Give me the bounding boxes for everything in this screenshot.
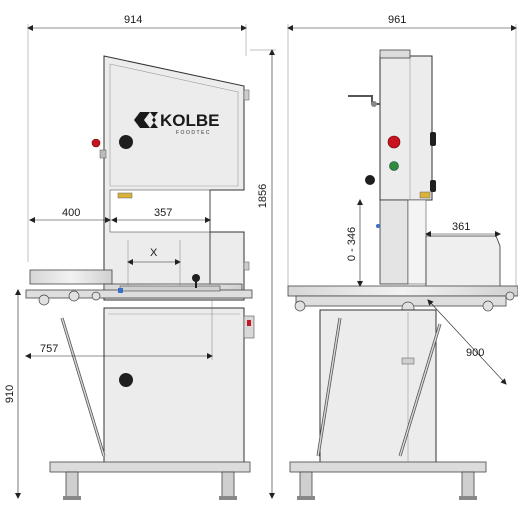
side-blue-indicator: [376, 224, 380, 228]
side-start-button-icon: [389, 161, 399, 171]
side-roller-3: [482, 300, 494, 312]
side-stop-button-icon: [387, 135, 401, 149]
side-right-knob-2: [430, 180, 436, 192]
side-strut-left-inner: [317, 317, 341, 457]
front-foot-right: [221, 471, 235, 499]
front-main-knob: [119, 135, 133, 149]
side-foot-left-pad: [297, 496, 315, 500]
front-door-knob: [119, 373, 133, 387]
front-right-latch-2: [243, 261, 250, 271]
front-right-latch: [243, 89, 250, 101]
dim-961-label: 961: [388, 14, 406, 26]
dim-357-label: 357: [154, 207, 172, 219]
side-table-top: [287, 285, 518, 297]
front-roller-3: [91, 291, 101, 301]
side-tension-knob-icon: [365, 175, 375, 185]
front-view: KOLBE FOODTEC: [4, 14, 255, 500]
front-upper-housing: [103, 55, 245, 301]
front-foot-left: [65, 471, 79, 499]
side-handle-knob-icon: [371, 101, 377, 107]
front-side-motor-switch: [243, 315, 255, 339]
brand-name: KOLBE: [160, 111, 220, 130]
dim-361-label: 361: [452, 221, 470, 233]
brand-subtitle: FOODTEC: [176, 130, 211, 136]
side-yellow-tensioner: [419, 191, 431, 199]
logo-mark-icon: [134, 112, 158, 128]
front-switch-red: [247, 320, 251, 326]
side-fence: [425, 235, 501, 289]
side-upper-column: [379, 55, 433, 201]
side-foot-left: [299, 471, 313, 499]
dim-x-label: X: [150, 247, 158, 259]
side-right-knob: [430, 132, 436, 146]
front-blue-clamp: [118, 288, 123, 293]
side-foot-right-pad: [459, 496, 477, 500]
front-housing-frame-line: [109, 63, 239, 187]
front-roller-2: [68, 290, 80, 302]
front-stop-button-icon: [91, 138, 101, 148]
front-pusher-bar: [119, 285, 221, 292]
front-table-extension: [29, 269, 113, 285]
front-side-clip: [99, 149, 107, 159]
side-lower-cabinet: [319, 309, 437, 465]
front-yellow-tensioner: [117, 192, 133, 199]
dim-line-900: [427, 299, 507, 385]
side-table-rail: [295, 295, 507, 307]
side-blade-guard: [407, 199, 427, 285]
side-view: 961 1856 0 - 346 361 900: [250, 14, 518, 500]
dim-900-label: 900: [466, 347, 484, 359]
dim-914-label: 914: [124, 14, 142, 26]
dim-910-label: 910: [4, 385, 16, 403]
front-base-frame: [49, 461, 251, 473]
side-cabinet-clip: [401, 357, 415, 365]
front-foot-left-pad: [63, 496, 81, 500]
dim-346-label: 0 - 346: [346, 227, 358, 261]
side-blade-column: [379, 199, 409, 285]
dim-400-label: 400: [62, 207, 80, 219]
side-top-cap: [379, 49, 411, 59]
brand-logo: KOLBE FOODTEC: [134, 111, 220, 136]
dim-1856-label: 1856: [257, 184, 269, 208]
side-base-frame: [289, 461, 487, 473]
front-support-strut-inner: [61, 317, 105, 457]
front-foot-right-pad: [219, 496, 237, 500]
side-roller-1: [294, 300, 306, 312]
side-roller-4: [505, 291, 515, 301]
side-foot-right: [461, 471, 475, 499]
dim-757-label: 757: [40, 343, 58, 355]
front-roller-1: [38, 294, 50, 306]
